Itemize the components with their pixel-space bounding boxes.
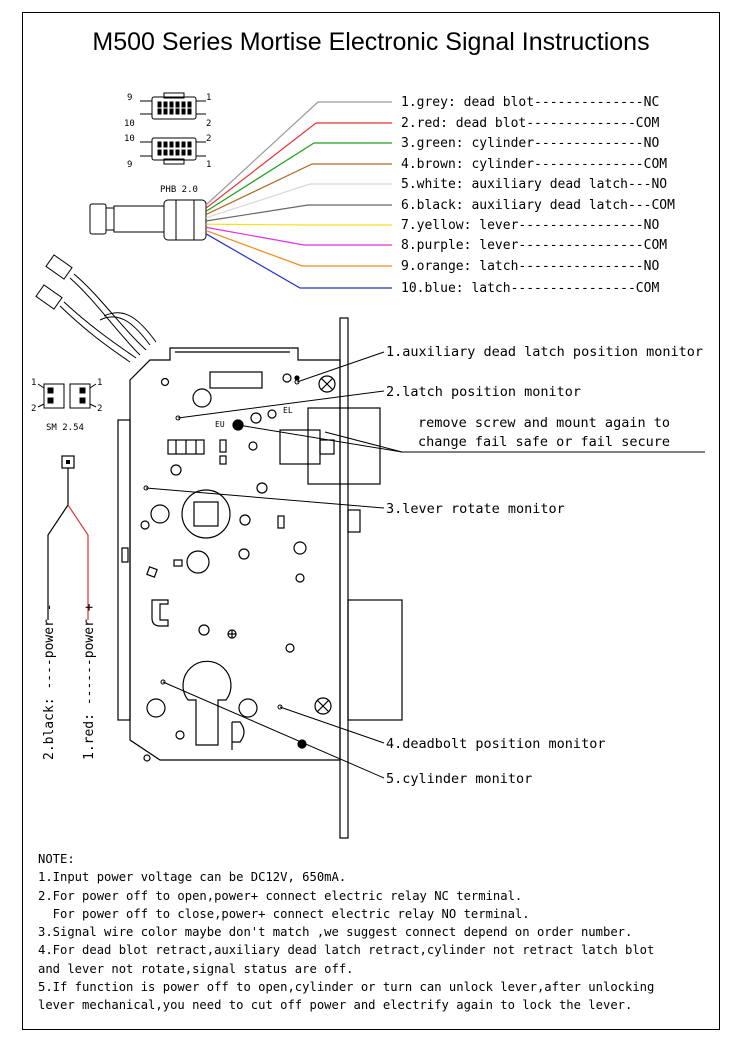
power-wires	[47, 455, 89, 620]
wire-label: 5.white: auxiliary dead latch---NO	[401, 177, 667, 192]
wire-label: 1.grey: dead blot--------------NC	[401, 95, 659, 110]
pin-label: 2	[206, 134, 211, 144]
monitor-label-aux-latch: 1.auxiliary dead latch position monitor	[386, 344, 703, 360]
el-label: EL	[283, 406, 293, 415]
power-red-label: 1.red: ------power +	[82, 603, 97, 760]
monitor-label-lever: 3.lever rotate monitor	[386, 501, 565, 517]
wire-9	[205, 230, 392, 267]
page-title: M500 Series Mortise Electronic Signal In…	[92, 28, 650, 56]
pin-label: 1	[97, 378, 102, 388]
note-line: 3.Signal wire color maybe don't match ,w…	[38, 925, 633, 940]
pin-label: 10	[124, 119, 135, 129]
note-line: and lever not rotate,signal status are o…	[38, 961, 354, 976]
pin-label: 1	[206, 93, 211, 103]
wire-6	[205, 204, 392, 222]
phb-connector-bottom	[140, 137, 206, 165]
note-line: lever mechanical,you need to cut off pow…	[38, 998, 633, 1013]
note-line: 5.If function is power off to open,cylin…	[38, 980, 655, 995]
note-line: 2.For power off to open,power+ connect e…	[38, 888, 523, 903]
diagram-frame	[22, 12, 720, 1030]
remove-screw-note: change fail safe or fail secure	[418, 434, 670, 450]
pin-label: 2	[31, 404, 36, 414]
wire-8	[205, 226, 392, 246]
pin-label: 1	[31, 378, 36, 388]
wire-10	[205, 233, 392, 289]
monitor-label-latch: 2.latch position monitor	[386, 384, 581, 400]
monitor-leaders	[143, 351, 705, 779]
pin-label: 2	[206, 119, 211, 129]
phb-connector-label: PHB 2.0	[160, 185, 198, 195]
wire-5	[205, 183, 392, 219]
wire-3	[205, 142, 392, 212]
wire-label: 8.purple: lever----------------COM	[401, 238, 667, 253]
mortise-lock-body	[117, 317, 403, 839]
wire-label: 9.orange: latch----------------NO	[401, 259, 659, 274]
power-black-label: 2.black: ----power -	[42, 603, 57, 760]
eu-label: EU	[215, 420, 225, 429]
signal-wires	[205, 101, 392, 289]
wire-label: 10.blue: latch----------------COM	[401, 281, 659, 296]
wire-2	[205, 122, 392, 209]
monitor-label-deadbolt: 4.deadbolt position monitor	[386, 736, 605, 752]
wire-label: 7.yellow: lever----------------NO	[401, 218, 659, 233]
remove-screw-note: remove screw and mount again to	[418, 415, 670, 431]
wire-7	[205, 223, 392, 226]
pin-label: 10	[124, 134, 135, 144]
sm-connector	[37, 383, 97, 409]
monitor-label-cylinder: 5.cylinder monitor	[386, 771, 532, 787]
phb-connector-top	[140, 92, 206, 120]
pin-label: 2	[97, 404, 102, 414]
wire-label: 4.brown: cylinder--------------COM	[401, 157, 667, 172]
pin-label: 9	[127, 160, 132, 170]
wire-label: 3.green: cylinder--------------NO	[401, 136, 659, 151]
pin-label: 1	[206, 160, 211, 170]
pin-label: 9	[127, 93, 132, 103]
wire-harness-plug	[89, 199, 207, 241]
wire-1	[205, 101, 392, 206]
note-line: For power off to close,power+ connect el…	[38, 906, 530, 921]
wire-label: 2.red: dead blot--------------COM	[401, 116, 659, 131]
wire-label: 6.black: auxiliary dead latch---COM	[401, 198, 675, 213]
sm-harness	[35, 254, 157, 363]
note-line: NOTE:	[38, 852, 75, 866]
notes-section: NOTE: 1.Input power voltage can be DC12V…	[38, 850, 708, 1015]
sm-connector-label: SM 2.54	[46, 423, 84, 433]
wire-4	[205, 163, 392, 216]
note-line: 1.Input power voltage can be DC12V, 650m…	[38, 870, 347, 885]
note-line: 4.For dead blot retract,auxiliary dead l…	[38, 943, 655, 958]
